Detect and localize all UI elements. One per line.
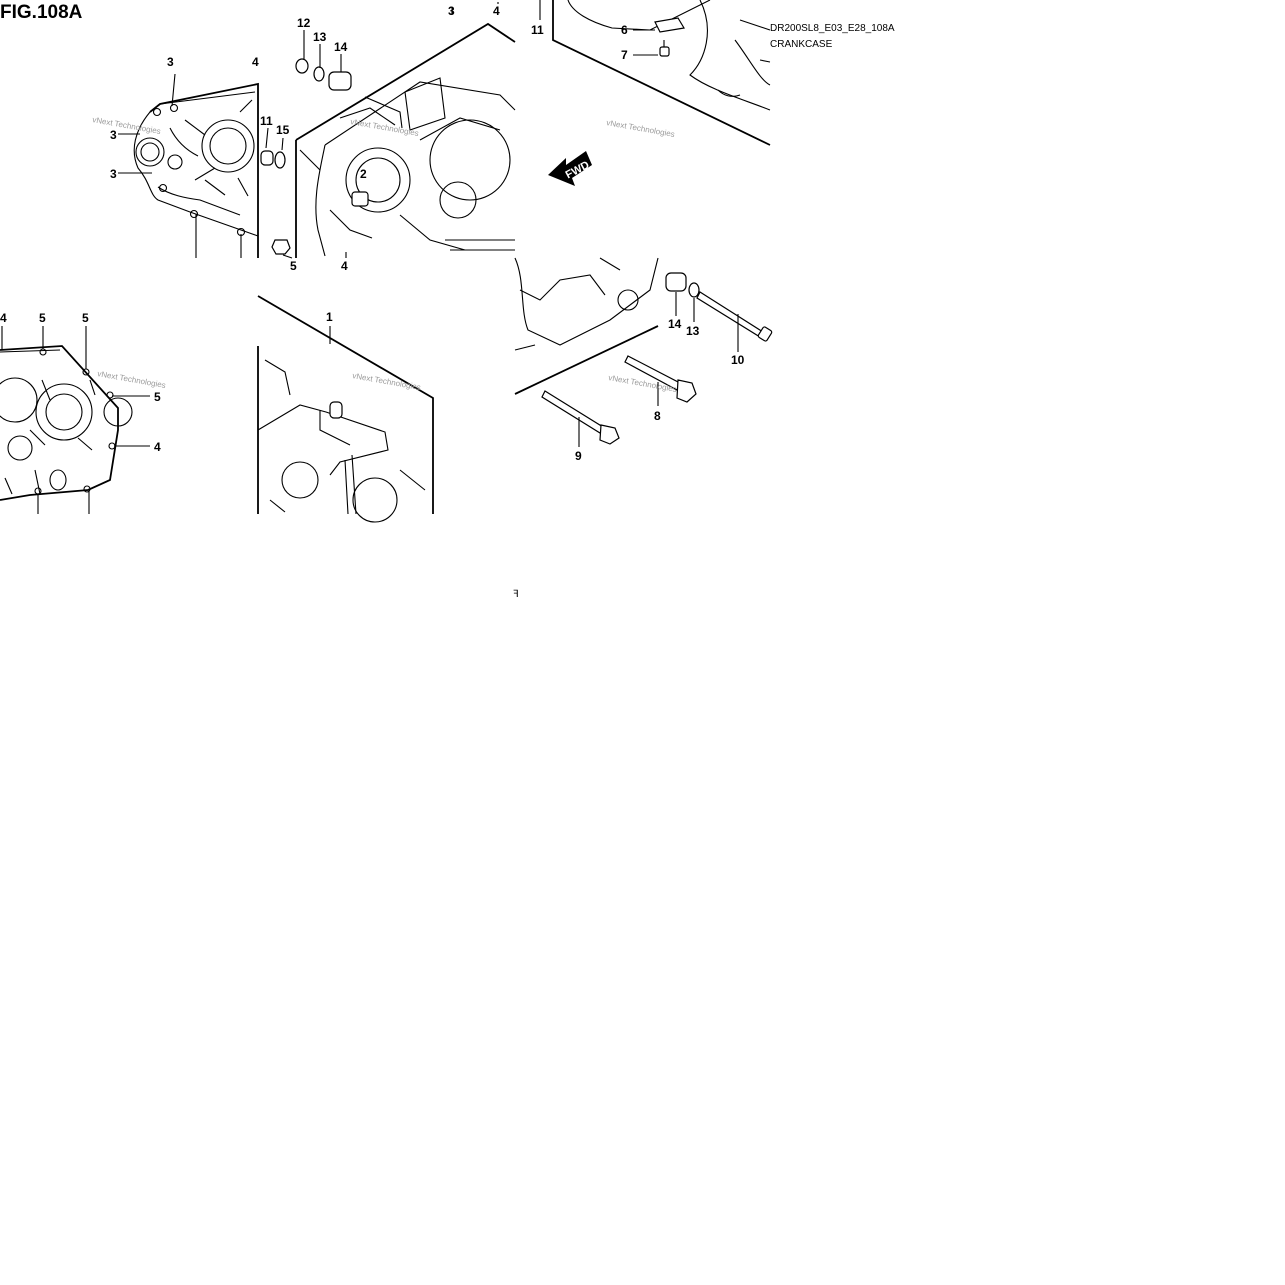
callout-labels: 3 3 3 3 4 4 4 4 4 5 5 5 5 1 2 6 7 8 9 10…: [0, 4, 745, 463]
watermark-4: vNext Technologies: [97, 369, 167, 390]
callout-5: 5: [82, 311, 89, 325]
callout-5: 5: [39, 311, 46, 325]
callout-9: 9: [575, 449, 582, 463]
figure-title: FIG.108A: [0, 2, 83, 23]
callout-6: 6: [621, 23, 628, 37]
callout-2: 2: [360, 167, 367, 181]
callout-15: 15: [276, 123, 290, 137]
callout-11: 11: [260, 114, 273, 128]
left-crankcase-view-lower: [0, 326, 150, 514]
callout-10: 10: [731, 353, 745, 367]
stray-mark: ꟻ: [513, 589, 519, 600]
bolts-view-lower: [514, 257, 773, 447]
callout-1: 1: [326, 310, 333, 324]
watermark-1: vNext Technologies: [92, 115, 162, 136]
callout-13: 13: [686, 324, 700, 338]
callout-3: 3: [110, 128, 117, 142]
callout-3: 3: [448, 4, 455, 18]
callout-5: 5: [154, 390, 161, 404]
callout-7: 7: [621, 48, 628, 62]
callout-4: 4: [154, 440, 161, 454]
watermark-3: vNext Technologies: [606, 118, 676, 139]
forward-label: FWD: [564, 159, 592, 181]
left-crankcase-view-upper: [118, 73, 286, 258]
model-code: DR200SL8_E03_E28_108A: [770, 23, 895, 34]
callout-14: 14: [668, 317, 682, 331]
callout-3: 3: [167, 55, 174, 69]
callout-13: 13: [313, 30, 327, 44]
callout-3: 3: [110, 167, 117, 181]
callout-4: 4: [341, 259, 348, 273]
watermark-5: vNext Technologies: [352, 371, 422, 392]
callout-14: 14: [334, 40, 348, 54]
callout-8: 8: [654, 409, 661, 423]
right-crankcase-view-upper: [271, 2, 516, 259]
callout-12: 12: [297, 16, 311, 30]
right-crankcase-view-lower: [257, 295, 434, 523]
callout-4: 4: [252, 55, 259, 69]
callout-4: 4: [493, 4, 500, 18]
callout-5: 5: [290, 259, 297, 273]
callout-4: 4: [0, 311, 7, 325]
section-name: CRANKCASE: [770, 39, 833, 50]
forward-arrow-icon: FWD: [548, 151, 592, 186]
crankcase-cover-view-upper: FWD: [539, 0, 771, 186]
callout-11: 11: [531, 23, 544, 37]
